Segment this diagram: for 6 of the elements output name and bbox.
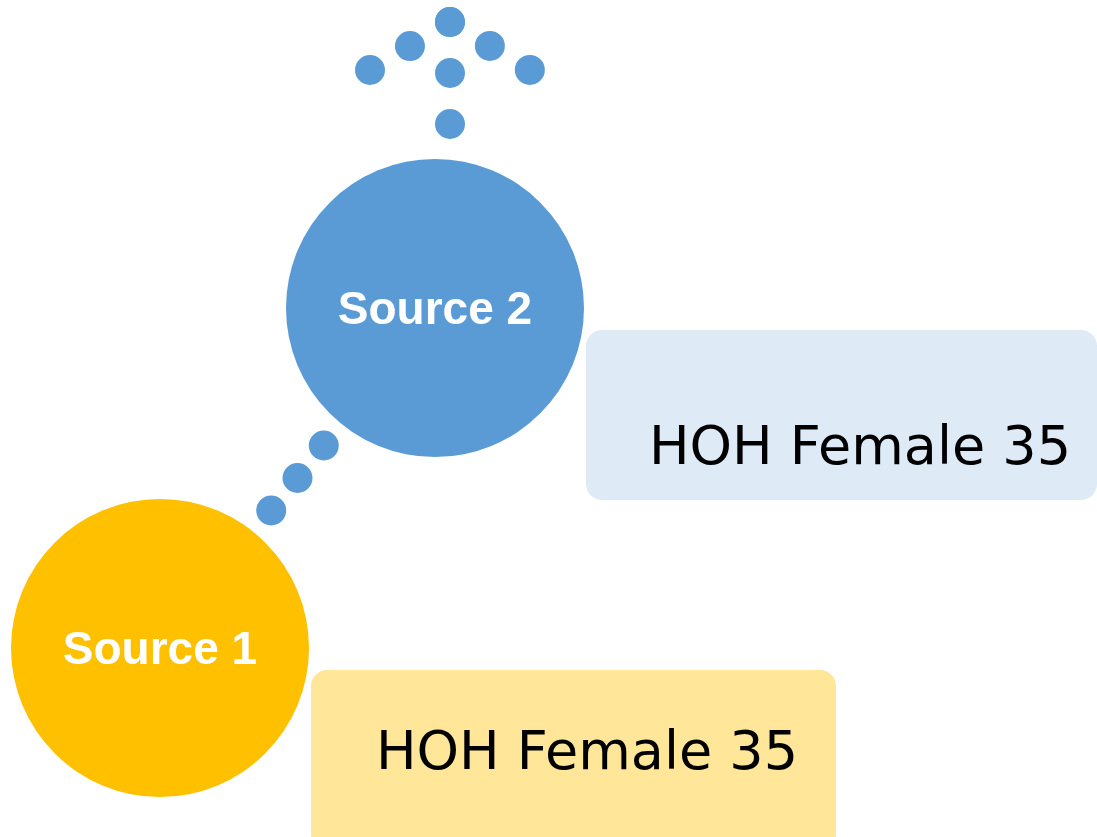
node-label: Source 2	[337, 281, 533, 335]
info-card	[311, 670, 836, 837]
node-label: HOH Female 35	[649, 413, 1071, 477]
node-label: Source 1	[62, 621, 258, 675]
node-label: HOH Female 35	[376, 718, 798, 782]
info-card	[586, 330, 1097, 500]
